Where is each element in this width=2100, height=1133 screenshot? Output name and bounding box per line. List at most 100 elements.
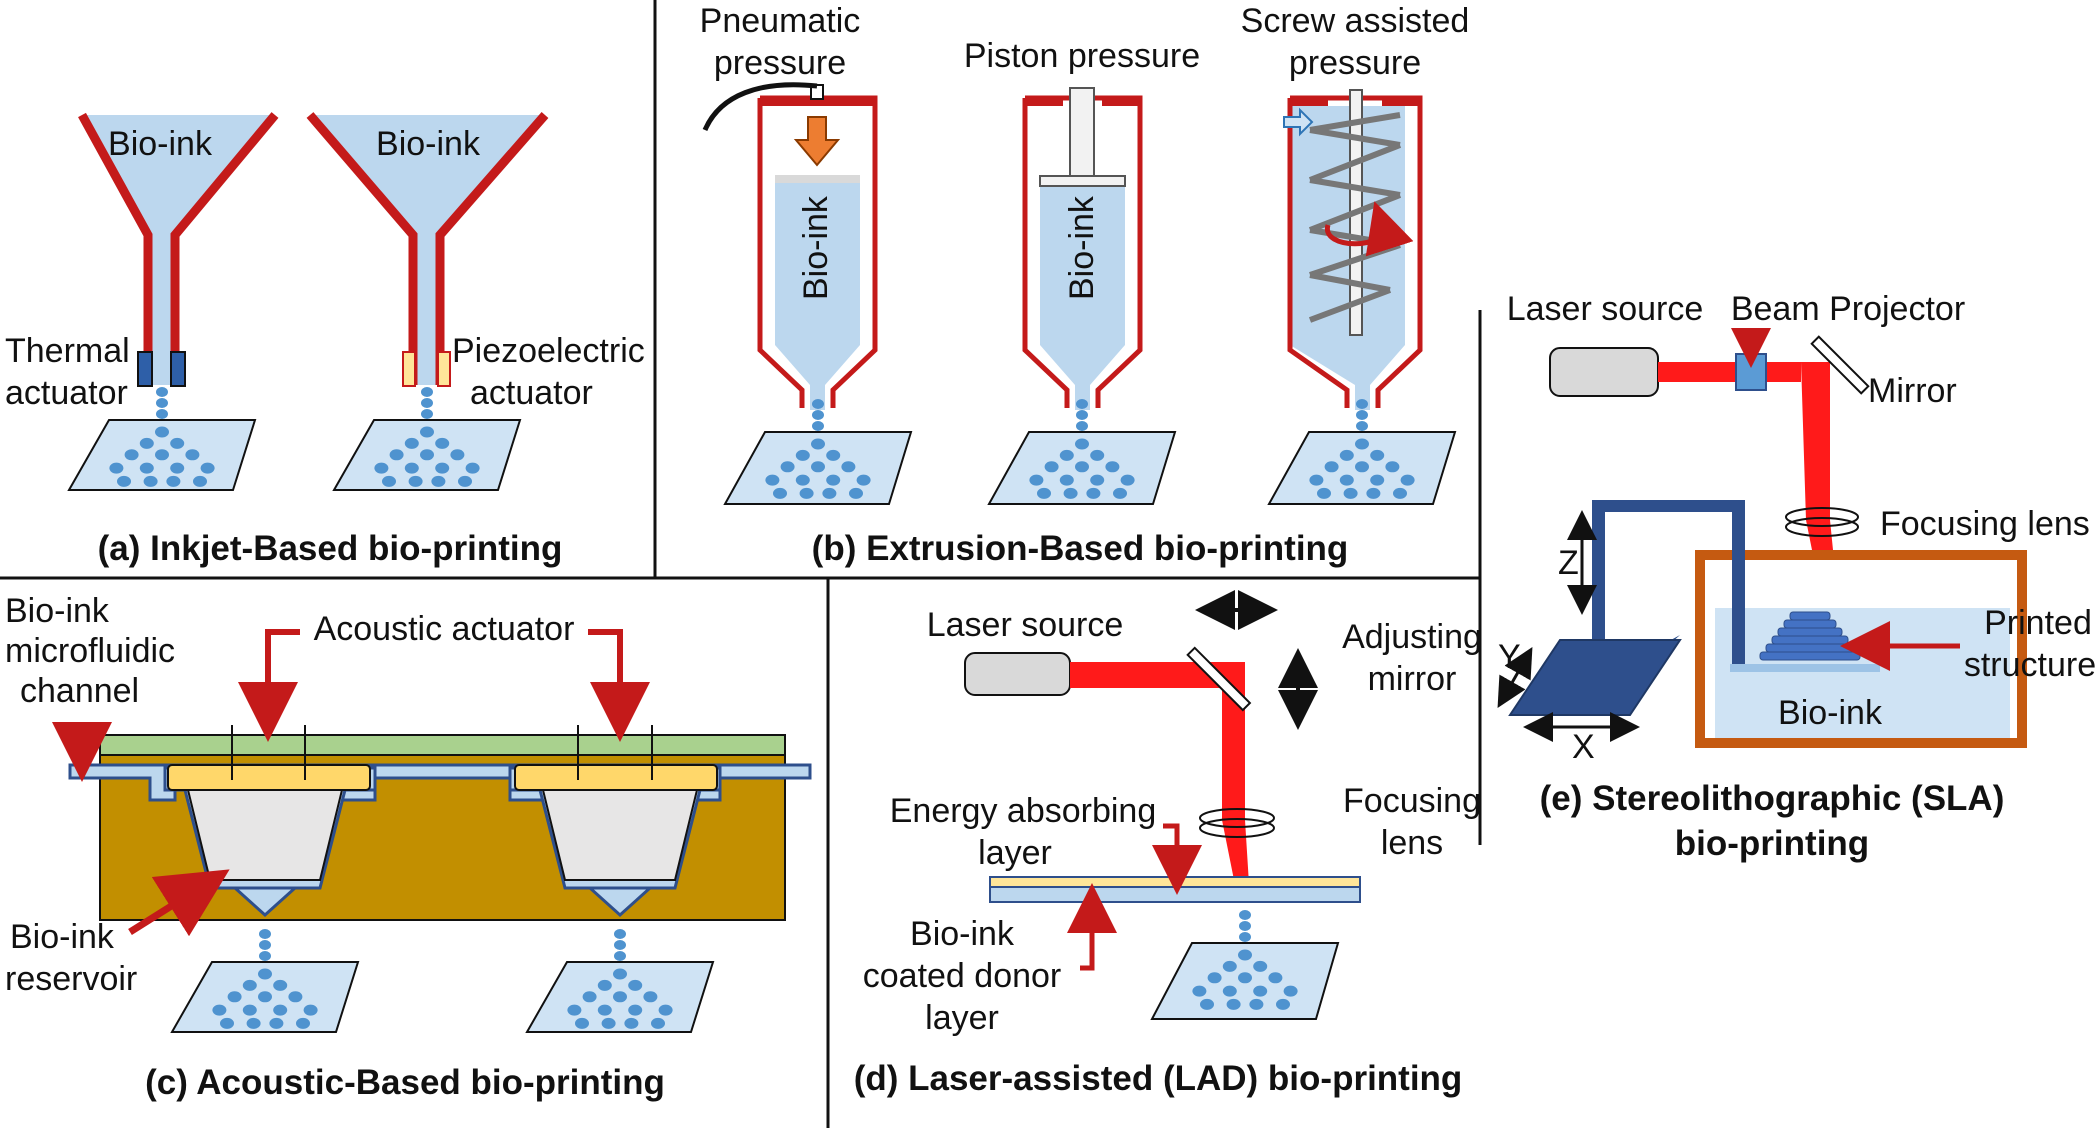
falling-droplet	[259, 940, 271, 950]
inlet-arrow-icon	[1283, 107, 1314, 137]
acoustic-arrow-right	[588, 629, 650, 742]
inkjet-funnel-thermal	[78, 112, 279, 387]
thermal-actuator-left	[137, 351, 153, 387]
piezo-actuator-label-line2: actuator	[470, 374, 593, 412]
deposited-droplet	[273, 1004, 288, 1016]
deposited-droplet	[765, 474, 780, 486]
deposited-droplet	[458, 475, 472, 487]
falling-droplet	[156, 398, 168, 408]
panel-c-acoustic: Acoustic actuator Bio-ink microfluidic c…	[5, 592, 812, 1102]
x-axis-label: X	[1572, 728, 1595, 766]
deposited-droplet	[1393, 487, 1407, 499]
deposited-droplet	[269, 1017, 284, 1029]
acoustic-arrow-left	[238, 629, 300, 742]
funnel-1-label: Bio-ink	[108, 125, 213, 163]
deposited-droplet	[822, 487, 837, 499]
beam-projector-label: Beam Projector	[1731, 290, 1965, 328]
falling-droplet	[259, 951, 271, 961]
deposited-droplet	[1343, 487, 1358, 499]
falling-droplet	[1076, 399, 1088, 409]
reservoir-1	[163, 725, 377, 918]
falling-droplet	[812, 410, 824, 420]
z-axis-label: Z	[1558, 544, 1579, 582]
panel-e-caption-line2: bio-printing	[1675, 824, 1869, 863]
syringe-pneumatic	[702, 82, 878, 410]
deposited-droplet	[597, 1004, 612, 1016]
deposited-droplet	[193, 475, 207, 487]
deposited-droplet	[849, 487, 863, 499]
panel-a-caption: (a) Inkjet-Based bio-printing	[98, 529, 563, 568]
deposited-droplet	[258, 968, 272, 980]
falling-droplet	[1076, 421, 1088, 431]
deposited-droplet	[1317, 487, 1331, 499]
deposited-droplet	[1090, 449, 1105, 461]
channel-label-line2: microfluidic	[5, 632, 175, 670]
falling-droplet	[1239, 932, 1251, 942]
deposited-droplet	[296, 1017, 310, 1029]
reservoir-label-line1: Bio-ink	[10, 918, 115, 956]
deposited-droplet	[117, 475, 131, 487]
y-axis-arrow	[1497, 646, 1533, 709]
energy-layer-label-line1: Energy absorbing	[890, 792, 1157, 830]
deposited-droplet	[613, 968, 627, 980]
thermal-actuator-label-line2: actuator	[5, 374, 128, 412]
adjusting-mirror	[1186, 646, 1252, 712]
deposited-droplet	[200, 462, 215, 474]
reservoir-arrow	[128, 869, 230, 937]
falling-droplet	[812, 399, 824, 409]
deposited-droplet	[155, 426, 169, 438]
deposited-droplet	[1037, 487, 1051, 499]
deposited-droplet	[826, 449, 841, 461]
deposited-droplet	[567, 1004, 582, 1016]
deposited-droplet	[780, 461, 795, 473]
deposited-droplet	[1207, 972, 1222, 984]
laser-beam	[1070, 662, 1250, 900]
deposited-droplet	[465, 462, 480, 474]
deposited-droplet	[273, 979, 288, 991]
falling-droplet	[614, 929, 626, 939]
syringe-screw	[1283, 89, 1423, 410]
energy-absorbing-layer	[989, 876, 1361, 888]
deposited-droplet	[185, 449, 200, 461]
deposited-droplet	[841, 461, 856, 473]
deposited-droplet	[1385, 461, 1400, 473]
deposited-droplet	[220, 1017, 234, 1029]
syringe-2-label: Bio-ink	[1063, 195, 1101, 300]
reservoir-label-line2: reservoir	[5, 960, 137, 998]
deposited-droplet	[450, 449, 465, 461]
deposited-droplet	[227, 991, 242, 1003]
channel-label-line3: channel	[20, 672, 139, 710]
deposited-droplet	[773, 487, 787, 499]
deposited-droplet	[170, 437, 185, 449]
deposited-droplet	[1044, 461, 1059, 473]
screw-label-line1: Screw assisted	[1241, 2, 1470, 40]
mirror-label: Mirror	[1868, 372, 1957, 410]
adjusting-mirror-label-line2: mirror	[1368, 660, 1457, 698]
deposited-droplet	[1366, 487, 1381, 499]
pneumatic-label-line1: Pneumatic	[700, 2, 861, 40]
deposited-droplet	[404, 437, 419, 449]
inkjet-funnel-piezo	[306, 112, 549, 387]
deposited-droplet	[389, 449, 404, 461]
deposited-droplet	[1090, 474, 1105, 486]
falling-droplet	[1239, 910, 1251, 920]
panel-b-caption: (b) Extrusion-Based bio-printing	[812, 529, 1349, 568]
printed-structure	[1759, 611, 1861, 661]
deposited-droplet	[582, 991, 597, 1003]
deposited-droplet	[143, 475, 158, 487]
deposited-droplet	[597, 979, 612, 991]
deposited-droplet	[404, 462, 419, 474]
deposited-droplet	[1283, 985, 1298, 997]
beam-projector	[1735, 353, 1767, 391]
rotation-arrow-icon	[1325, 201, 1414, 257]
deposited-droplet	[1222, 960, 1237, 972]
falling-droplet	[421, 409, 433, 419]
adjusting-mirror-label-line1: Adjusting	[1342, 618, 1482, 656]
deposited-droplet	[420, 426, 434, 438]
energy-layer-label-line2: layer	[978, 834, 1052, 872]
deposited-droplet	[1200, 998, 1214, 1010]
focusing-lens-label-line2: lens	[1381, 824, 1443, 862]
deposited-droplet	[139, 462, 154, 474]
channel-label-line1: Bio-ink	[5, 592, 110, 630]
